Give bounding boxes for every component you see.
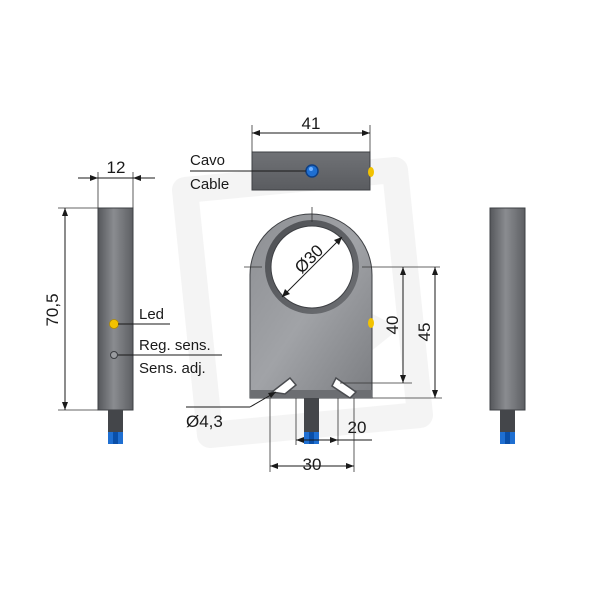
dimension-12-label: 12: [107, 158, 126, 177]
cavo-label: Cavo: [190, 152, 225, 169]
dimension-hole-4-3: Ø4,3: [186, 391, 277, 431]
led-indicator: [109, 319, 119, 329]
cable-entry-icon: [305, 164, 319, 178]
dimension-30-label: 30: [303, 455, 322, 474]
cable-callout: Cavo Cable: [190, 152, 319, 193]
center-lines: [244, 207, 440, 268]
dimension-12: 12: [78, 158, 155, 208]
dimension-40: 40: [340, 267, 412, 384]
dimension-40-label: 40: [383, 316, 402, 335]
dimension-hole-label: Ø4,3: [186, 412, 223, 431]
dimension-20-label: 20: [348, 418, 367, 437]
dimension-20: 20: [295, 398, 372, 445]
dimension-30: 30: [269, 398, 355, 474]
dimension-70-5: 70,5: [43, 207, 98, 411]
dimension-70-5-label: 70,5: [43, 293, 62, 326]
dimension-45: 45: [372, 267, 442, 399]
led-callout: Led: [118, 306, 170, 325]
dimension-45-label: 45: [415, 323, 434, 342]
led-label: Led: [139, 306, 164, 323]
sens-adj-label: Sens. adj.: [139, 360, 206, 377]
side-view-right: [489, 207, 526, 444]
dimension-41: 41: [251, 114, 371, 152]
sensitivity-adjuster: [110, 351, 118, 359]
reg-sens-label: Reg. sens.: [139, 337, 211, 354]
cable-label: Cable: [190, 176, 229, 193]
dimension-41-label: 41: [302, 114, 321, 133]
front-view: [249, 151, 374, 444]
side-view-left: [97, 207, 134, 444]
reg-sens-callout: Reg. sens. Sens. adj.: [118, 337, 222, 377]
